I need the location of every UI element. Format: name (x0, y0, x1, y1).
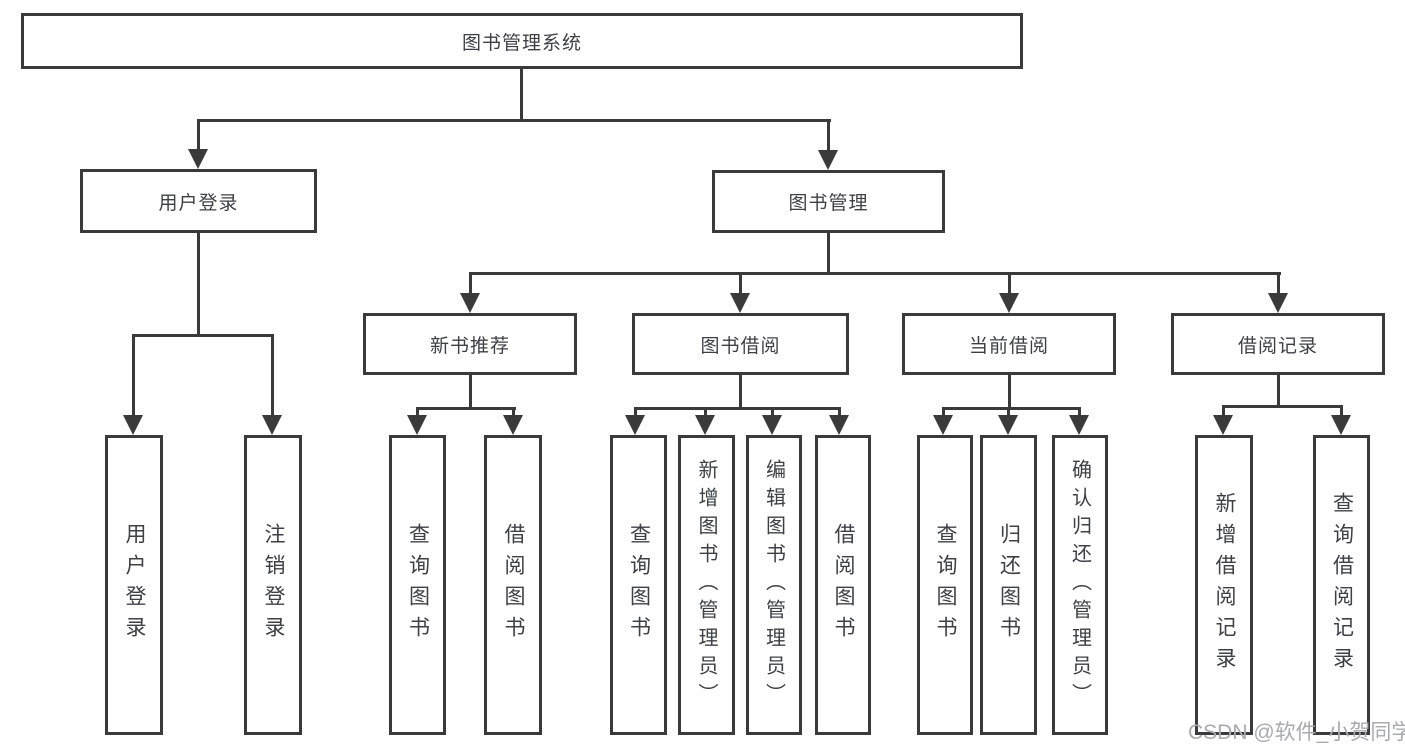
connector-line (1007, 407, 1010, 419)
node-new-book-recommendation: 新书推荐 (363, 313, 577, 375)
connector-line (132, 334, 135, 418)
arrowhead-down-icon (933, 415, 953, 435)
arrowhead-down-icon (1331, 415, 1351, 435)
connector-line (197, 119, 831, 122)
connector-line (469, 375, 472, 410)
leaf-return-book: 归还图书 (980, 435, 1037, 735)
connector-line (739, 375, 742, 410)
leaf-query-books-recommend: 查询图书 (389, 435, 446, 735)
arrowhead-down-icon (625, 415, 645, 435)
connector-line (1277, 272, 1280, 297)
leaf-confirm-return-admin: 确认归还（管理员） (1052, 435, 1108, 735)
arrowhead-down-icon (407, 415, 427, 435)
leaf-edit-book-admin: 编辑图书（管理员） (746, 435, 802, 735)
connector-line (827, 233, 830, 275)
connector-line (469, 272, 472, 297)
arrowhead-down-icon (998, 415, 1018, 435)
connector-line (1008, 272, 1011, 297)
connector-line (1008, 375, 1011, 410)
connector-line (1277, 375, 1280, 408)
connector-line (197, 119, 200, 153)
connector-line (512, 407, 515, 419)
arrowhead-down-icon (1268, 293, 1288, 313)
connector-line (271, 334, 274, 418)
connector-line (416, 407, 516, 410)
connector-line (1222, 405, 1225, 419)
csdn-watermark: CSDN @软件_小贺同学 (1188, 721, 1405, 744)
arrowhead-down-icon (999, 293, 1019, 313)
connector-line (416, 407, 419, 419)
connector-line (942, 407, 1081, 410)
connector-line (942, 407, 945, 419)
arrowhead-down-icon (188, 149, 208, 169)
node-current-borrowing: 当前借阅 (902, 313, 1116, 375)
connector-line (634, 407, 841, 410)
connector-line (771, 407, 774, 419)
leaf-query-borrow-record: 查询借阅记录 (1313, 435, 1370, 735)
leaf-query-books-borrowing: 查询图书 (610, 435, 667, 735)
connector-line (132, 334, 274, 337)
leaf-borrow-books-recommend: 借阅图书 (484, 435, 542, 735)
connector-line (469, 272, 1281, 275)
arrowhead-down-icon (762, 415, 782, 435)
leaf-query-books-current: 查询图书 (917, 435, 973, 735)
leaf-add-book-admin: 新增图书（管理员） (678, 435, 735, 735)
arrowhead-down-icon (262, 415, 282, 435)
arrowhead-down-icon (818, 150, 838, 170)
arrowhead-down-icon (829, 415, 849, 435)
connector-line (634, 407, 637, 419)
node-user-login: 用户登录 (80, 169, 317, 233)
connector-line (838, 407, 841, 419)
connector-line (1078, 407, 1081, 419)
connector-line (827, 119, 830, 153)
connector-line (739, 272, 742, 297)
node-book-borrowing: 图书借阅 (632, 313, 849, 375)
connector-line (1222, 405, 1343, 408)
leaf-logout: 注销登录 (244, 435, 302, 735)
node-borrowing-records: 借阅记录 (1171, 313, 1385, 375)
arrowhead-down-icon (730, 293, 750, 313)
leaf-add-borrow-record: 新增借阅记录 (1195, 435, 1253, 735)
arrowhead-down-icon (1213, 415, 1233, 435)
arrowhead-down-icon (503, 415, 523, 435)
leaf-user-login: 用户登录 (105, 435, 163, 735)
arrowhead-down-icon (1069, 415, 1089, 435)
node-library-system: 图书管理系统 (21, 13, 1023, 69)
arrowhead-down-icon (460, 293, 480, 313)
arrowhead-down-icon (695, 415, 715, 435)
node-book-management: 图书管理 (712, 170, 945, 233)
connector-line (704, 407, 707, 419)
leaf-borrow-books-borrowing: 借阅图书 (815, 435, 871, 735)
connector-line (197, 233, 200, 337)
connector-line (520, 69, 523, 120)
arrowhead-down-icon (123, 415, 143, 435)
connector-line (1340, 405, 1343, 419)
